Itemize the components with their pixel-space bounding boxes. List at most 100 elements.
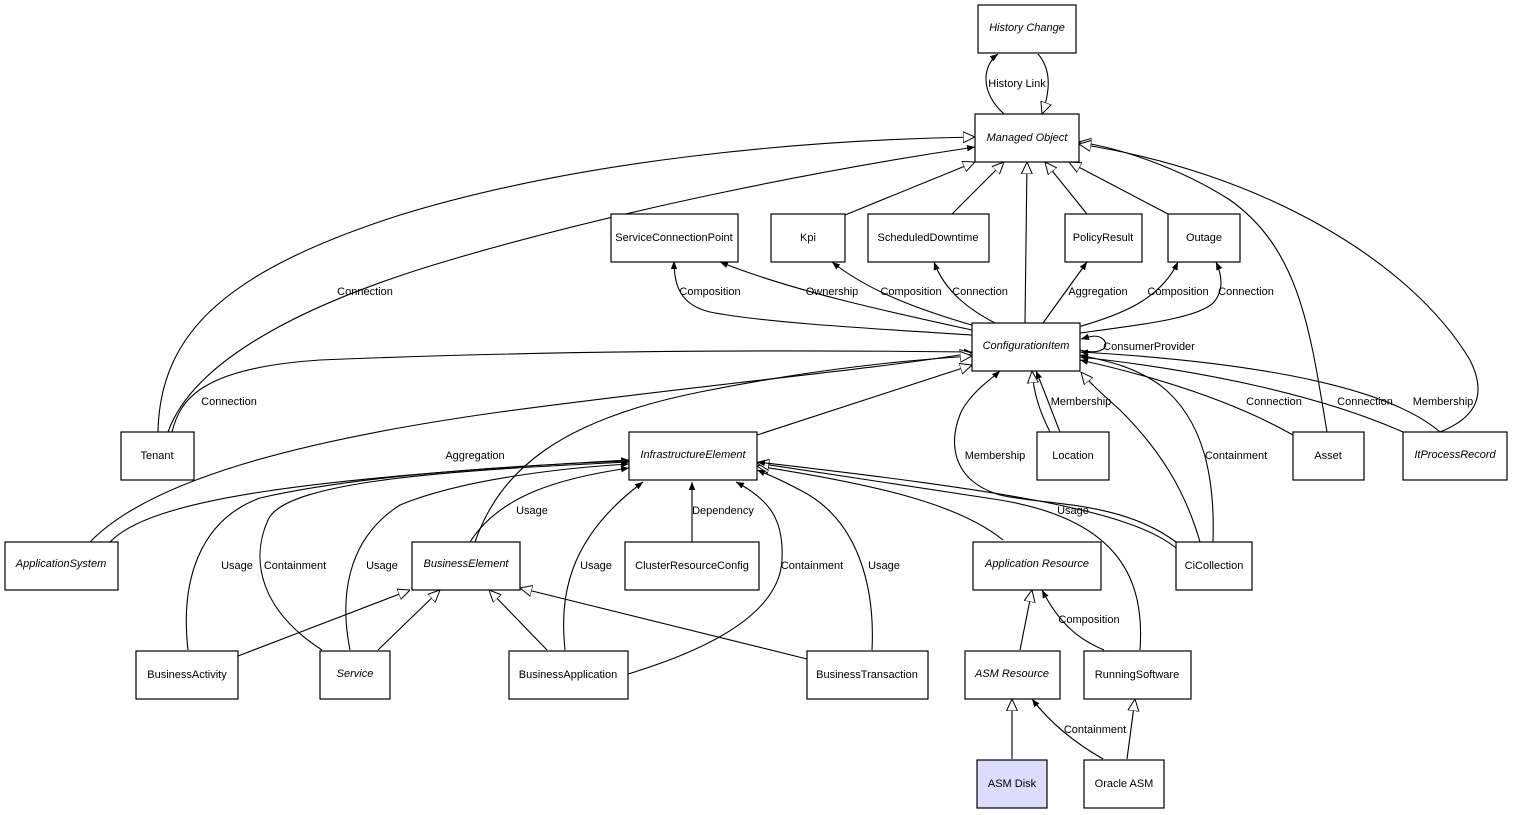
- edges-layer: History Link Conne: [89, 53, 1479, 760]
- svg-text:BusinessActivity: BusinessActivity: [147, 669, 227, 681]
- edge-oracleasm-asmresource: Containment: [1031, 698, 1126, 760]
- svg-text:Connection: Connection: [1246, 396, 1302, 408]
- svg-text:Connection: Connection: [952, 286, 1008, 298]
- edge-businessactivity-be: [237, 590, 410, 657]
- edge-tenant-managed-object: [157, 137, 975, 433]
- svg-text:ClusterResourceConfig: ClusterResourceConfig: [635, 560, 749, 572]
- svg-text:Application Resource: Application Resource: [984, 558, 1089, 570]
- node-business-element[interactable]: BusinessElement: [411, 541, 521, 591]
- node-oracle-asm[interactable]: Oracle ASM: [1083, 759, 1165, 809]
- svg-text:CiCollection: CiCollection: [1185, 560, 1244, 572]
- edge-ci-serviceconnectionpoint: Composition: [670, 260, 973, 336]
- svg-text:Containment: Containment: [1064, 724, 1126, 736]
- svg-text:PolicyResult: PolicyResult: [1073, 232, 1134, 244]
- svg-text:Containment: Containment: [264, 560, 326, 572]
- edge-configurationitem-managed-object: [1025, 162, 1027, 324]
- node-service-connection-point[interactable]: ServiceConnectionPoint: [610, 213, 739, 263]
- svg-text:Usage: Usage: [366, 560, 398, 572]
- edge-kpi-managed-object: [844, 162, 975, 216]
- node-it-process-record[interactable]: ItProcessRecord: [1402, 431, 1508, 481]
- edge-cicollection-ci-containment: Containment: [1079, 353, 1267, 543]
- svg-text:ASM Resource: ASM Resource: [974, 668, 1049, 680]
- node-application-resource[interactable]: Application Resource: [972, 541, 1102, 591]
- node-scheduled-downtime[interactable]: ScheduledDowntime: [867, 213, 990, 263]
- edge-ci-kpi-ownership: Ownership: [719, 261, 973, 331]
- svg-text:Oracle ASM: Oracle ASM: [1095, 778, 1154, 790]
- svg-text:Kpi: Kpi: [800, 232, 816, 244]
- svg-text:Location: Location: [1052, 450, 1094, 462]
- edge-oracleasm-runningsoftware: [1126, 699, 1135, 760]
- svg-text:BusinessElement: BusinessElement: [424, 558, 510, 570]
- node-managed-object[interactable]: Managed Object: [974, 113, 1080, 163]
- edge-clusterresourceconfig-ie-dependency: Dependency: [688, 482, 754, 542]
- svg-text:Usage: Usage: [516, 505, 548, 517]
- node-asm-disk[interactable]: ASM Disk: [976, 759, 1048, 809]
- svg-text:Usage: Usage: [1057, 505, 1089, 517]
- svg-text:History Change: History Change: [989, 22, 1065, 34]
- node-infrastructure-element[interactable]: InfrastructureElement: [628, 431, 758, 481]
- node-service[interactable]: Service: [319, 650, 391, 700]
- edge-infrastructureelement-ci: [756, 365, 972, 436]
- edge-cicollection-ci-inherit: [1081, 372, 1201, 543]
- svg-text:Containment: Containment: [781, 560, 843, 572]
- svg-text:InfrastructureElement: InfrastructureElement: [640, 449, 746, 461]
- svg-text:Usage: Usage: [868, 560, 900, 572]
- edge-runningsoftware-ie: [757, 463, 1142, 651]
- node-business-application[interactable]: BusinessApplication: [508, 650, 629, 700]
- edge-businesstransaction-ie-usage: Usage: [756, 469, 900, 651]
- edge-location-ci-inherit: [1032, 371, 1051, 433]
- edge-ci-kpi-composition: Composition: [831, 261, 976, 327]
- edge-businessapplication-ie-usage: Usage: [563, 481, 644, 651]
- edge-policyresult-managed-object: [1045, 162, 1088, 215]
- svg-text:ItProcessRecord: ItProcessRecord: [1414, 449, 1496, 461]
- edge-ci-outage-composition: Composition: [1077, 261, 1209, 328]
- node-business-transaction[interactable]: BusinessTransaction: [806, 650, 929, 700]
- node-business-activity[interactable]: BusinessActivity: [135, 650, 239, 700]
- svg-text:Aggregation: Aggregation: [1068, 286, 1127, 298]
- node-configuration-item[interactable]: ConfigurationItem: [971, 322, 1081, 372]
- node-asset[interactable]: Asset: [1292, 431, 1365, 481]
- node-cluster-resource-config[interactable]: ClusterResourceConfig: [624, 541, 760, 591]
- svg-text:Connection: Connection: [1218, 286, 1274, 298]
- node-application-system[interactable]: ApplicationSystem: [4, 541, 119, 591]
- edge-businesselement-ie-usage: Usage: [469, 465, 630, 543]
- edge-tenant-connection-managed-object: Connection: [167, 145, 976, 433]
- edge-runningsoftware-applicationresource: Composition: [1041, 589, 1120, 651]
- edge-history-inherit: [1037, 53, 1048, 114]
- svg-text:Tenant: Tenant: [140, 450, 173, 462]
- edge-ci-scheduleddowntime: Connection: [933, 261, 1008, 324]
- node-tenant[interactable]: Tenant: [120, 431, 195, 481]
- svg-text:ApplicationSystem: ApplicationSystem: [15, 558, 107, 570]
- node-location[interactable]: Location: [1036, 431, 1110, 481]
- edge-service-ie-containment: Containment: [259, 459, 630, 651]
- node-kpi[interactable]: Kpi: [770, 213, 846, 263]
- node-policy-result[interactable]: PolicyResult: [1064, 213, 1143, 263]
- edge-ci-outage-connection: Connection: [1079, 261, 1274, 334]
- svg-text:Outage: Outage: [1186, 232, 1222, 244]
- edge-outage-managed-object: [1069, 162, 1169, 215]
- edge-location-ci-membership: Membership: [1035, 370, 1112, 433]
- node-asm-resource[interactable]: ASM Resource: [964, 650, 1061, 700]
- svg-text:Connection: Connection: [337, 286, 393, 298]
- node-ci-collection[interactable]: CiCollection: [1175, 541, 1253, 591]
- edge-businessapplication-ie-containment: Containment: [627, 481, 843, 675]
- edge-ci-self-consumerprovider: ConsumerProvider: [1079, 333, 1195, 353]
- edge-applicationsystem-ci: [89, 353, 972, 543]
- node-outage[interactable]: Outage: [1167, 213, 1241, 263]
- edge-businesselement-ci: [474, 356, 972, 543]
- svg-text:Aggregation: Aggregation: [445, 450, 504, 462]
- edge-cicollection-ie-usage: Usage: [756, 459, 1177, 549]
- svg-text:Composition: Composition: [1147, 286, 1208, 298]
- edge-scheduleddowntime-managed-object: [951, 162, 1004, 215]
- node-running-software[interactable]: RunningSoftware: [1083, 650, 1192, 700]
- nodes-layer: History Change Managed Object ServiceCon…: [4, 4, 1508, 809]
- svg-text:Dependency: Dependency: [692, 505, 754, 517]
- svg-text:Membership: Membership: [1051, 396, 1112, 408]
- edge-itprocessrecord-managed-object: [1079, 144, 1479, 433]
- svg-text:ConfigurationItem: ConfigurationItem: [983, 340, 1070, 352]
- edge-businessactivity-ie-usage: Usage: [185, 458, 630, 651]
- svg-text:Asset: Asset: [1314, 450, 1342, 462]
- node-history-change[interactable]: History Change: [977, 4, 1077, 54]
- edge-ci-policyresult: Aggregation: [1042, 261, 1128, 324]
